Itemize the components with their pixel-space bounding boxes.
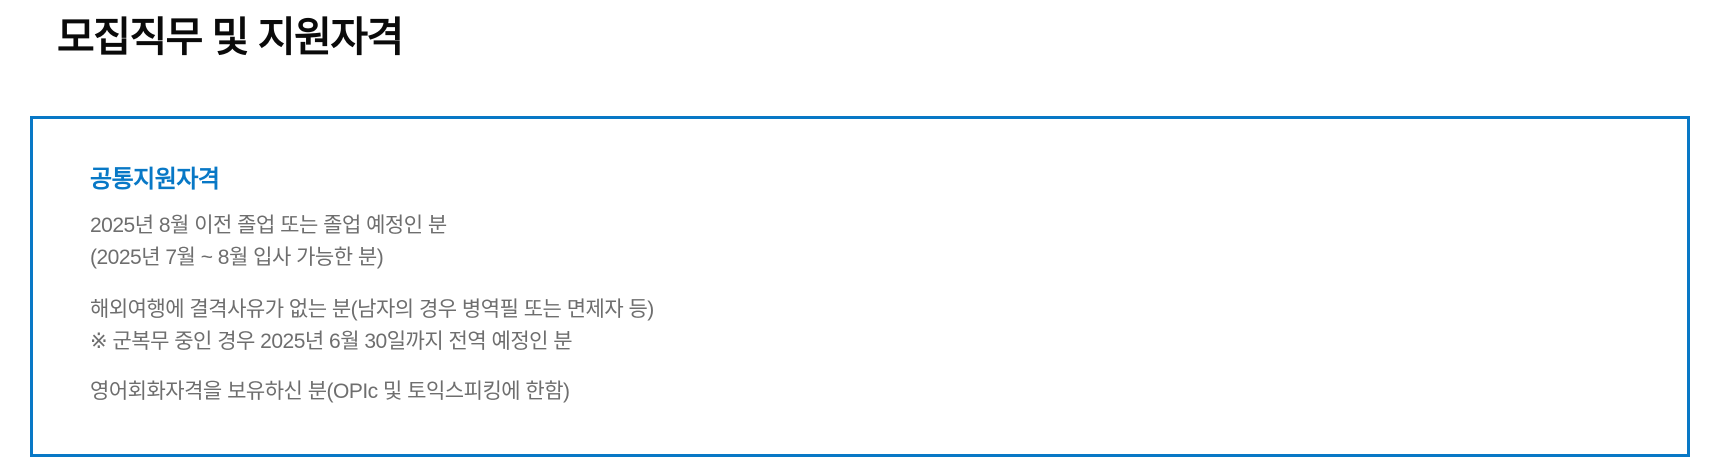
qualification-paragraph-english: 영어회화자격을 보유하신 분(OPIc 및 토익스피킹에 한함) (90, 376, 1647, 408)
common-qualification-heading: 공통지원자격 (90, 166, 220, 193)
page-title: 모집직무 및 지원자격 (57, 14, 404, 60)
qualification-line: (2025년 7월 ~ 8월 입사 가능한 분) (90, 246, 384, 269)
qualification-line: 2025년 8월 이전 졸업 또는 졸업 예정인 분 (90, 214, 447, 237)
qualification-paragraph-graduation: 2025년 8월 이전 졸업 또는 졸업 예정인 분 (2025년 7월 ~ 8… (90, 210, 1647, 274)
qualification-paragraph-travel-military: 해외여행에 결격사유가 없는 분(남자의 경우 병역필 또는 면제자 등) ※ … (90, 294, 1647, 358)
qualification-line: 해외여행에 결격사유가 없는 분(남자의 경우 병역필 또는 면제자 등) (90, 298, 654, 321)
qualification-line: 영어회화자격을 보유하신 분(OPIc 및 토익스피킹에 한함) (90, 380, 570, 403)
common-qualification-box: 공통지원자격 2025년 8월 이전 졸업 또는 졸업 예정인 분 (2025년… (30, 116, 1690, 457)
qualification-line: ※ 군복무 중인 경우 2025년 6월 30일까지 전역 예정인 분 (90, 330, 573, 353)
